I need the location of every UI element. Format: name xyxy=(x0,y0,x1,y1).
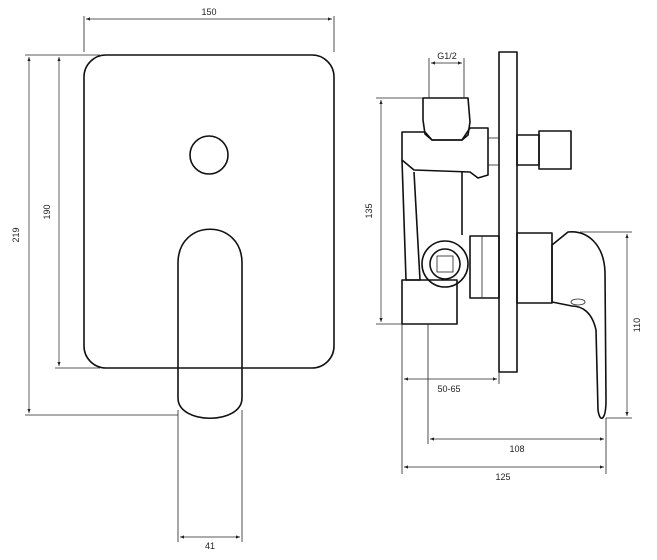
inlet-fitting xyxy=(422,97,471,141)
label-plate-height: 190 xyxy=(42,204,52,219)
valve-upper-body xyxy=(401,127,489,179)
diverter-knob xyxy=(189,135,229,175)
cartridge-housing xyxy=(469,235,500,299)
label-overall-height: 219 xyxy=(11,227,21,242)
label-handle-projection: 108 xyxy=(509,444,524,454)
front-lever-handle xyxy=(177,228,243,419)
label-plate-width: 150 xyxy=(201,7,216,17)
label-body-height: 135 xyxy=(364,203,374,218)
label-handle-width: 41 xyxy=(205,541,215,551)
diverter-cap xyxy=(538,130,572,170)
side-cover-plate xyxy=(498,51,518,373)
label-handle-height: 110 xyxy=(632,318,642,332)
front-view: 150 219 190 41 xyxy=(11,7,335,551)
cartridge-sleeve xyxy=(516,232,553,304)
side-lever-handle xyxy=(551,231,607,420)
cover-plate xyxy=(83,54,335,369)
label-total-depth: 125 xyxy=(495,472,510,482)
outlet-ring-outer xyxy=(421,240,469,288)
outlet-hex xyxy=(436,255,454,273)
label-depth-range: 50-65 xyxy=(437,384,460,394)
valve-connecting-arm xyxy=(401,159,421,281)
handle-screw xyxy=(570,298,586,306)
outlet-ring-inner xyxy=(429,248,461,280)
label-thread: G1/2 xyxy=(437,51,457,61)
diverter-stem xyxy=(516,134,540,166)
side-view: G1/2 135 110 50-65 xyxy=(364,51,642,482)
